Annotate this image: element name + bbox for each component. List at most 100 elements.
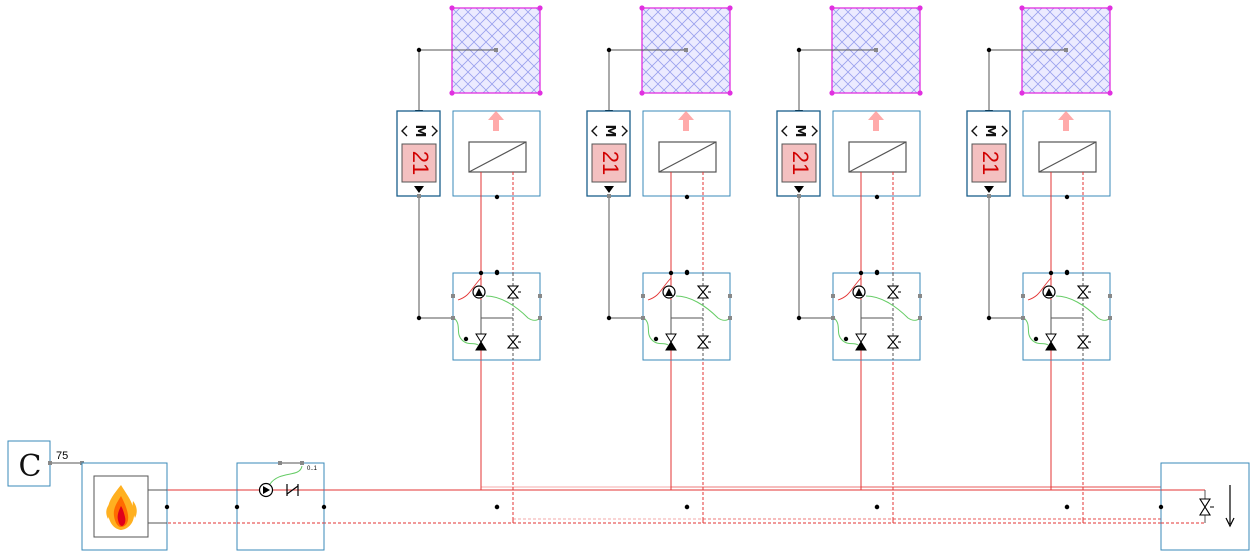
circuit-4[interactable]: M21 bbox=[966, 5, 1172, 523]
junction-dot bbox=[796, 315, 802, 321]
room-corner bbox=[449, 5, 455, 11]
junction-dot bbox=[1064, 504, 1070, 510]
circuit-2[interactable]: M 21 bbox=[586, 5, 1172, 523]
heat-source-block[interactable] bbox=[81, 462, 170, 551]
pump-triangle bbox=[855, 288, 863, 296]
arrow-down-icon bbox=[1225, 485, 1235, 528]
check-valve-icon bbox=[286, 484, 299, 496]
valve-body bbox=[886, 285, 900, 299]
junction-dot bbox=[874, 270, 880, 276]
radiator-block[interactable] bbox=[642, 110, 731, 197]
junction-dot bbox=[494, 194, 500, 200]
junction-dot bbox=[463, 336, 469, 342]
radiator-diagonal bbox=[848, 141, 907, 173]
mixing-group-block[interactable] bbox=[452, 272, 541, 361]
junction-dot bbox=[494, 270, 500, 276]
room-corner bbox=[1107, 90, 1113, 96]
actuator-chevrons-icon bbox=[971, 125, 1008, 137]
check-valve-icon bbox=[665, 333, 677, 351]
junction-dot bbox=[684, 194, 690, 200]
check-valve-icon bbox=[1045, 333, 1057, 351]
junction-dot bbox=[684, 270, 690, 276]
room-corner bbox=[829, 5, 835, 11]
actuator-chevrons-icon bbox=[591, 125, 628, 137]
check-valve-icon bbox=[855, 333, 867, 351]
room-corner bbox=[1019, 90, 1025, 96]
port bbox=[728, 294, 732, 298]
actuator-signal-line bbox=[608, 198, 642, 319]
room-corner bbox=[537, 90, 543, 96]
motor-symbol: M bbox=[412, 125, 427, 138]
motor-label-box bbox=[591, 143, 627, 183]
valve-fill bbox=[476, 342, 486, 350]
room-corner bbox=[1107, 5, 1113, 11]
junction-dot bbox=[1064, 194, 1070, 200]
valve-body bbox=[696, 285, 710, 299]
junction-dot bbox=[684, 504, 690, 510]
port bbox=[918, 316, 922, 320]
mixing-valve-icon bbox=[886, 335, 901, 349]
valve-fill bbox=[666, 342, 676, 350]
port bbox=[538, 316, 542, 320]
motor-symbol: M bbox=[792, 125, 807, 138]
room-corner bbox=[917, 5, 923, 11]
mixing-valve-icon bbox=[696, 285, 711, 299]
motor-symbol: M bbox=[602, 125, 617, 138]
main-junctions bbox=[494, 504, 1070, 510]
junction-dot bbox=[1048, 270, 1054, 276]
flame-icon bbox=[106, 485, 137, 530]
actuator-block[interactable]: M 21 bbox=[776, 110, 821, 197]
check-valve-icon bbox=[475, 333, 487, 351]
mixing-group-block[interactable] bbox=[832, 272, 921, 361]
motor-symbol: M bbox=[982, 125, 997, 138]
port bbox=[451, 294, 455, 298]
pump-icon bbox=[662, 285, 676, 299]
radiator-block[interactable] bbox=[1022, 110, 1111, 197]
port bbox=[684, 48, 688, 52]
junction-dot bbox=[986, 47, 992, 53]
junction-dot bbox=[416, 47, 422, 53]
radiator-block[interactable] bbox=[452, 110, 541, 197]
room-corner bbox=[727, 5, 733, 11]
radiator-diagonal bbox=[468, 141, 527, 173]
heat-arrow-icon bbox=[488, 111, 504, 131]
port bbox=[538, 294, 542, 298]
pump-icon bbox=[258, 482, 274, 498]
mixing-valve-icon bbox=[1076, 335, 1091, 349]
port bbox=[641, 294, 645, 298]
motor-label: 21 bbox=[788, 151, 813, 175]
pump-group-label: 0..1 bbox=[307, 466, 318, 472]
port bbox=[641, 316, 645, 320]
actuator-block[interactable]: M 21 bbox=[586, 110, 631, 197]
mixing-group-block[interactable] bbox=[1022, 272, 1111, 361]
circuit-3[interactable]: M 21 bbox=[776, 5, 1172, 523]
return-block[interactable] bbox=[1158, 462, 1250, 551]
room-corner bbox=[829, 90, 835, 96]
room-corner bbox=[639, 90, 645, 96]
port bbox=[1064, 48, 1068, 52]
actuator-block[interactable]: M21 bbox=[966, 110, 1011, 197]
junction-dot bbox=[478, 270, 484, 276]
mixing-group-block[interactable] bbox=[642, 272, 731, 361]
valve-body bbox=[1076, 335, 1090, 349]
controller-block[interactable]: C 75 bbox=[7, 440, 91, 487]
port bbox=[728, 316, 732, 320]
control-wire bbox=[865, 295, 921, 321]
pump-group-block[interactable]: 0..1 bbox=[234, 461, 327, 551]
controller-setpoint-label: 75 bbox=[56, 450, 68, 462]
actuator-signal-line bbox=[988, 198, 1022, 319]
actuator-signal-line bbox=[798, 198, 832, 319]
mixing-frame bbox=[1022, 272, 1111, 361]
actuator-output-arrow-icon bbox=[984, 186, 994, 193]
radiator-block[interactable] bbox=[832, 110, 921, 197]
junction-dot bbox=[874, 504, 880, 510]
actuator-block[interactable]: M21 bbox=[396, 110, 441, 197]
valve-body bbox=[506, 335, 520, 349]
junction-dot bbox=[1064, 270, 1070, 276]
motor-label: 21 bbox=[598, 151, 623, 175]
motor-label-box bbox=[971, 143, 1007, 183]
pump-icon bbox=[472, 285, 486, 299]
control-wire bbox=[485, 295, 541, 321]
